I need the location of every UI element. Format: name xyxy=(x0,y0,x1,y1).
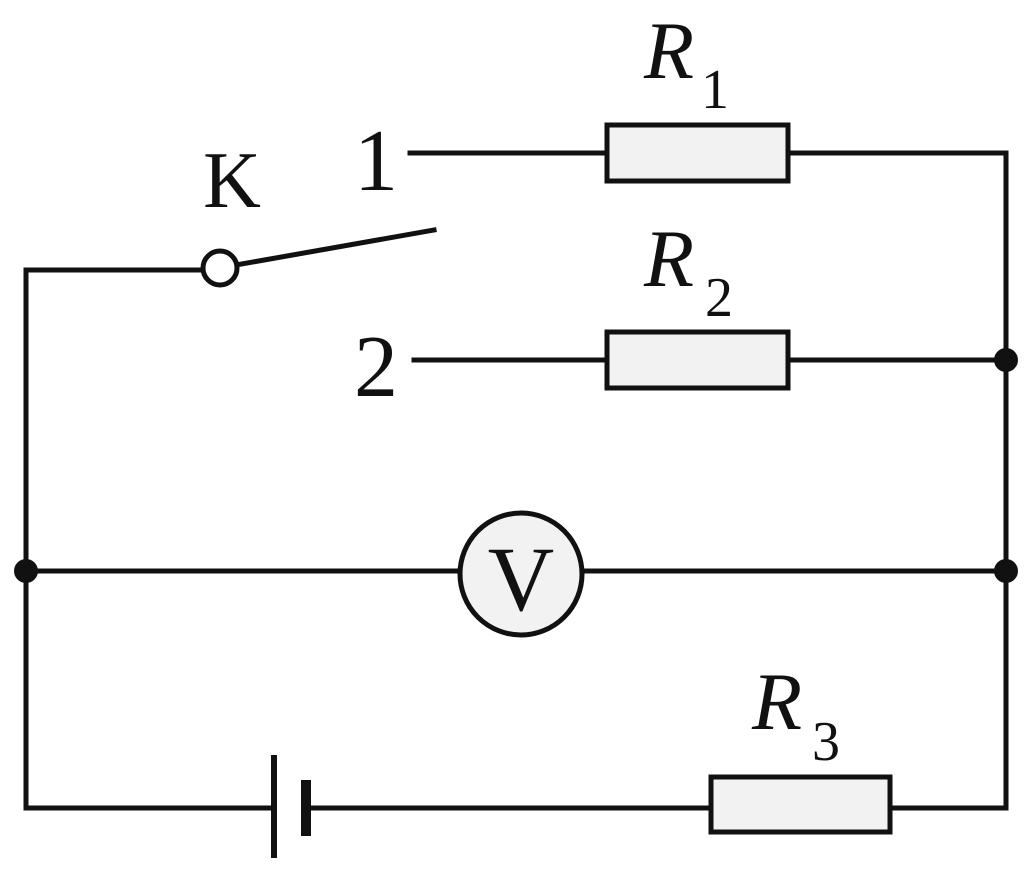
junction-dot xyxy=(994,559,1018,583)
resistor-r2-label-subscript: 2 xyxy=(705,267,733,329)
switch-label: K xyxy=(203,137,261,225)
terminal-1-label: 1 xyxy=(354,113,398,210)
resistor-r1[interactable] xyxy=(604,122,791,184)
resistor-r3-label-letter: R xyxy=(751,656,802,747)
resistor-r2-label-letter: R xyxy=(643,213,694,304)
resistor-r1-label-letter: R xyxy=(643,5,694,96)
resistor-r2[interactable] xyxy=(604,329,791,391)
switch-blade[interactable] xyxy=(233,227,437,268)
resistor-r3-label-subscript: 3 xyxy=(812,711,840,773)
terminal-2-label: 2 xyxy=(354,319,398,416)
voltmeter-symbol: V xyxy=(488,528,554,630)
junction-dot xyxy=(14,559,38,583)
resistor-r1-label-subscript: 1 xyxy=(701,59,729,121)
voltmeter[interactable] xyxy=(457,510,585,638)
switch-pivot[interactable] xyxy=(200,248,240,288)
junction-dot xyxy=(994,348,1018,372)
resistor-r3[interactable] xyxy=(708,774,893,835)
